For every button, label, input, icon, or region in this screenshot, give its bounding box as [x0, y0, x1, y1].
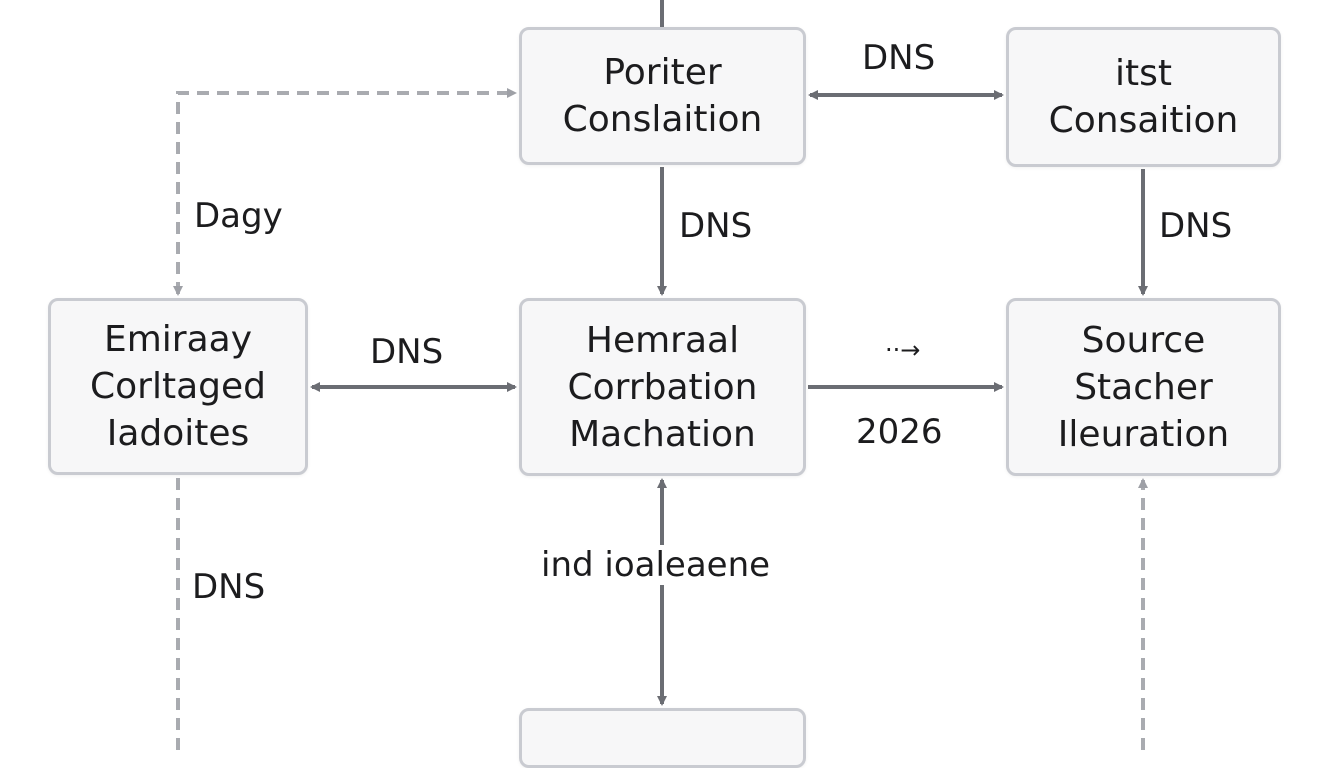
node-itst-consaition[interactable]: itst Consaition	[1006, 27, 1281, 167]
node-label-line: Emiraay	[103, 319, 253, 360]
node-label-line: Corrbation	[567, 366, 758, 408]
node-bottom-partial[interactable]	[519, 708, 806, 768]
edge-label-ind: ind ioaleaene	[537, 545, 775, 585]
edge-label-dots-arrow: ··→	[885, 336, 921, 364]
node-label-line: Conslaition	[562, 99, 763, 140]
node-label-line: itst	[1115, 53, 1172, 94]
edge-dashed-emiraay-porter	[173, 88, 517, 296]
edge-label-dns-top: DNS	[862, 38, 936, 78]
edge-label-dns-left: DNS	[370, 332, 444, 372]
node-label-line: Poriter	[603, 52, 722, 93]
node-emiraay-corltaged-iadoites[interactable]: Emiraay Corltaged Iadoites	[48, 298, 308, 475]
node-label-line: Ileuration	[1057, 413, 1230, 455]
node-label-line: Stacher	[1074, 366, 1213, 408]
edge-label-year: 2026	[856, 412, 943, 452]
edge-label-dagy: Dagy	[194, 196, 283, 236]
node-label-line: Source	[1081, 319, 1206, 361]
node-poriter-conslaition[interactable]: Poriter Conslaition	[519, 27, 806, 165]
node-label-line: Hemraal	[585, 319, 740, 361]
diagram-canvas	[173, 0, 1148, 750]
node-label-line: Iadoites	[106, 413, 250, 454]
node-label-line: Corltaged	[90, 366, 266, 407]
edge-label-dns-bottom: DNS	[192, 567, 266, 607]
edge-label-dns-right: DNS	[1159, 206, 1233, 246]
node-label-line: Machation	[569, 413, 756, 455]
node-hemraal-corrbation-machation[interactable]: Hemraal Corrbation Machation	[519, 298, 806, 476]
edge-label-dns-center: DNS	[679, 206, 753, 246]
node-label-line: Consaition	[1048, 100, 1239, 141]
node-source-stacher-ileuration[interactable]: Source Stacher Ileuration	[1006, 298, 1281, 476]
